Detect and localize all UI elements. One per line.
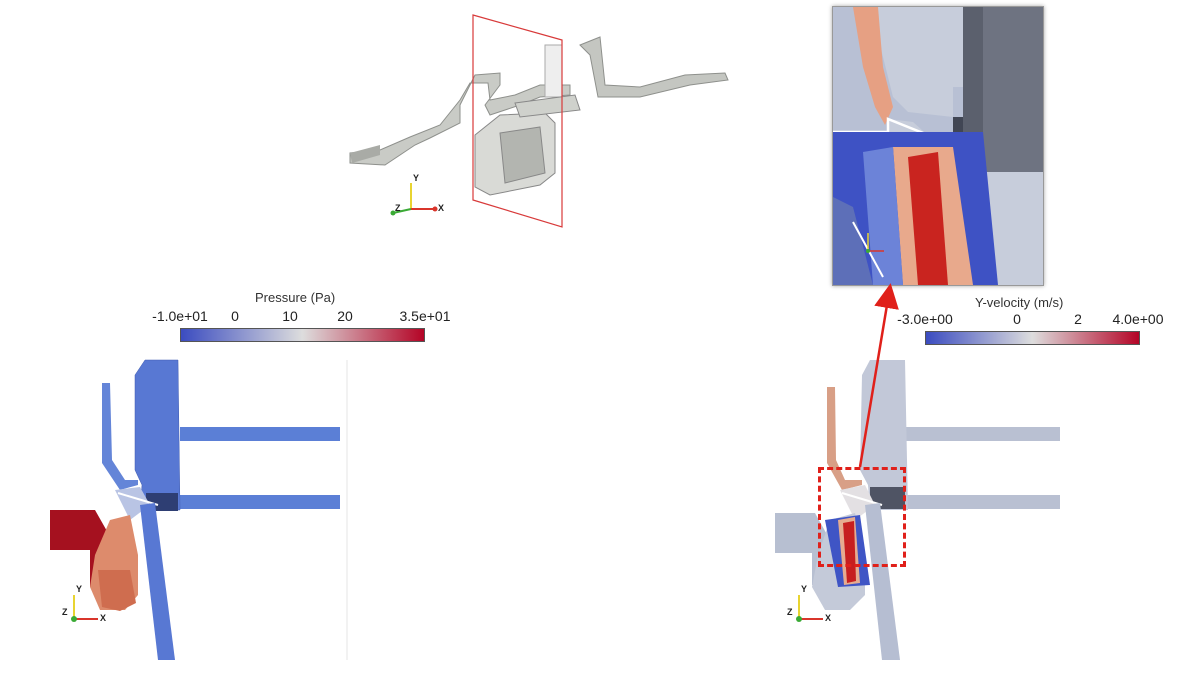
axis-x-label: X xyxy=(100,613,107,623)
pressure-tick: -1.0e+01 xyxy=(152,308,208,324)
axes-triad xyxy=(858,227,898,257)
velocity-tick: -3.0e+00 xyxy=(897,311,953,327)
axes-triad: Y Z X xyxy=(385,173,445,223)
axes-triad: Y Z X xyxy=(785,584,845,627)
velocity-legend-title: Y-velocity (m/s) xyxy=(975,295,1064,310)
pressure-field xyxy=(50,359,348,660)
zoom-region-box xyxy=(818,467,906,567)
pressure-legend: Pressure (Pa) -1.0e+01 0 10 20 3.5e+01 xyxy=(140,288,460,348)
axis-x-label: X xyxy=(438,203,445,213)
pressure-colorbar xyxy=(180,328,425,342)
slice-plane xyxy=(472,14,563,228)
axis-y-label: Y xyxy=(801,584,808,594)
axis-z-label: Z xyxy=(62,607,68,617)
velocity-legend: Y-velocity (m/s) -3.0e+00 0 2 4.0e+00 xyxy=(897,293,1180,353)
pressure-legend-title: Pressure (Pa) xyxy=(255,290,336,305)
geometry-view: Y Z X xyxy=(340,5,740,235)
pressure-tick: 0 xyxy=(231,308,239,324)
velocity-tick: 2 xyxy=(1074,311,1082,327)
pressure-tick: 10 xyxy=(282,308,298,324)
axis-y-label: Y xyxy=(76,584,83,594)
axis-x-label: X xyxy=(825,613,832,623)
connector-arrow xyxy=(858,283,899,468)
velocity-colorbar xyxy=(925,331,1140,345)
pressure-tick: 3.5e+01 xyxy=(399,308,451,324)
axis-z-label: Z xyxy=(787,607,793,617)
geometry-model xyxy=(349,14,729,228)
axis-z-label: Z xyxy=(395,203,401,213)
pressure-slice: Y Z X xyxy=(40,355,360,665)
zoom-inset xyxy=(832,6,1044,286)
velocity-tick: 0 xyxy=(1013,311,1021,327)
pressure-tick: 20 xyxy=(337,308,353,324)
velocity-tick: 4.0e+00 xyxy=(1112,311,1164,327)
axis-y-label: Y xyxy=(413,173,420,183)
axes-triad: Y Z X xyxy=(60,584,120,627)
